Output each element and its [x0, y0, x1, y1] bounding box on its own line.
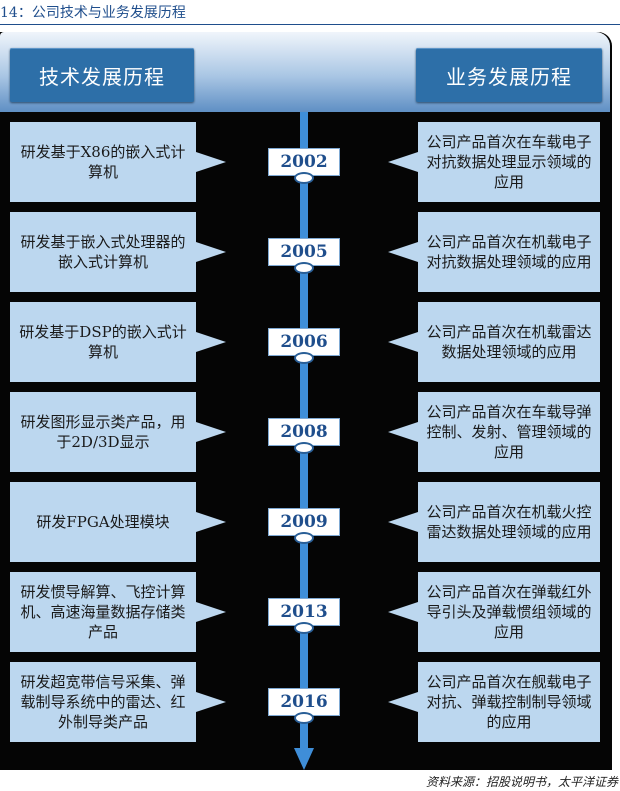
figure-caption: 14：公司技术与业务发展历程 [0, 5, 186, 21]
timeline-arrow-icon [294, 748, 314, 770]
tech-milestone: 研发超宽带信号采集、弹载制导系统中的雷达、红外制导类产品 [10, 662, 196, 742]
timeline-node-icon [294, 622, 314, 634]
tech-pointer [196, 692, 226, 712]
tech-milestone: 研发图形显示类产品，用于2D/3D显示 [10, 392, 196, 472]
business-pointer [388, 602, 418, 622]
business-pointer [388, 422, 418, 442]
tech-milestone: 研发基于嵌入式处理器的嵌入式计算机 [10, 212, 196, 292]
business-milestone: 公司产品首次在机载火控雷达数据处理领域的应用 [418, 482, 600, 562]
timeline-row: 研发图形显示类产品，用于2D/3D显示 公司产品首次在车载导弹控制、发射、管理领… [0, 392, 620, 472]
business-milestone: 公司产品首次在机载雷达数据处理领域的应用 [418, 302, 600, 382]
timeline-row: 研发超宽带信号采集、弹载制导系统中的雷达、红外制导类产品 公司产品首次在舰载电子… [0, 662, 620, 742]
year-label: 2013 [268, 598, 340, 626]
timeline-node-icon [294, 262, 314, 274]
business-pointer [388, 512, 418, 532]
tech-pointer [196, 422, 226, 442]
tech-pointer [196, 242, 226, 262]
timeline-node-icon [294, 172, 314, 184]
year-label: 2005 [268, 238, 340, 266]
year-label: 2009 [268, 508, 340, 536]
business-milestone: 公司产品首次在弹载红外导引头及弹载惯组领域的应用 [418, 572, 600, 652]
timeline-row: 研发基于嵌入式处理器的嵌入式计算机 公司产品首次在机载电子对抗数据处理领域的应用… [0, 212, 620, 292]
year-label: 2006 [268, 328, 340, 356]
tech-history-header: 技术发展历程 [10, 48, 194, 102]
year-label: 2016 [268, 688, 340, 716]
tech-milestone: 研发基于DSP的嵌入式计算机 [10, 302, 196, 382]
business-milestone: 公司产品首次在舰载电子对抗、弹载控制制导领域的应用 [418, 662, 600, 742]
tech-pointer [196, 332, 226, 352]
timeline-row: 研发基于X86的嵌入式计算机 公司产品首次在车载电子对抗数据处理显示领域的应用 … [0, 122, 620, 202]
timeline-node-icon [294, 442, 314, 454]
business-milestone: 公司产品首次在车载导弹控制、发射、管理领域的应用 [418, 392, 600, 472]
tech-pointer [196, 602, 226, 622]
tech-milestone: 研发基于X86的嵌入式计算机 [10, 122, 196, 202]
caption-divider [0, 24, 620, 25]
timeline-node-icon [294, 352, 314, 364]
tech-pointer [196, 512, 226, 532]
business-pointer [388, 692, 418, 712]
source-note: 资料来源：招股说明书，太平洋证券 [425, 775, 618, 789]
timeline-row: 研发FPGA处理模块 公司产品首次在机载火控雷达数据处理领域的应用 2009 [0, 482, 620, 562]
business-milestone: 公司产品首次在机载电子对抗数据处理领域的应用 [418, 212, 600, 292]
timeline-node-icon [294, 532, 314, 544]
timeline-node-icon [294, 712, 314, 724]
tech-milestone: 研发惯导解算、飞控计算机、高速海量数据存储类产品 [10, 572, 196, 652]
business-pointer [388, 332, 418, 352]
business-milestone: 公司产品首次在车载电子对抗数据处理显示领域的应用 [418, 122, 600, 202]
year-label: 2008 [268, 418, 340, 446]
timeline-row: 研发惯导解算、飞控计算机、高速海量数据存储类产品 公司产品首次在弹载红外导引头及… [0, 572, 620, 652]
tech-pointer [196, 152, 226, 172]
tech-milestone: 研发FPGA处理模块 [10, 482, 196, 562]
timeline-row: 研发基于DSP的嵌入式计算机 公司产品首次在机载雷达数据处理领域的应用 2006 [0, 302, 620, 382]
business-pointer [388, 242, 418, 262]
business-pointer [388, 152, 418, 172]
business-history-header: 业务发展历程 [416, 48, 602, 102]
